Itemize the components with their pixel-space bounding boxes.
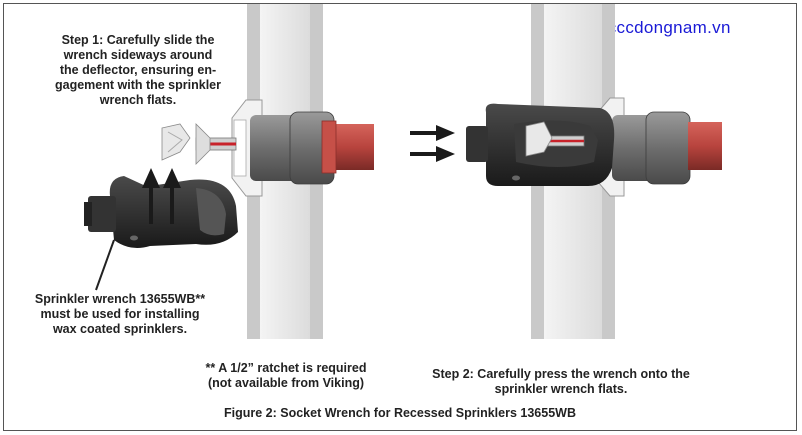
step1-line: Step 1: Carefully slide the <box>61 33 215 47</box>
wrench-leader-line <box>95 239 115 291</box>
right-wrench <box>466 103 615 186</box>
figure-frame <box>3 3 797 431</box>
wrench-note-line: Sprinkler wrench 13655WB** <box>34 292 206 306</box>
wrench-note-line: wax coated sprinklers. <box>52 322 188 336</box>
up-arrows-icon <box>142 168 181 224</box>
brand-watermark: pcccdongnam.vn <box>598 18 731 37</box>
right-arrows-icon <box>410 125 455 162</box>
wrench-note-line: must be used for installing <box>40 307 200 321</box>
step1-line: the deflector, ensuring en- <box>59 63 217 77</box>
left-sprinkler <box>161 123 237 165</box>
step2-text: Step 2: Carefully press the wrench onto … <box>416 367 706 397</box>
right-assembly <box>466 4 722 339</box>
step1-line: gagement with the sprinkler <box>54 78 221 92</box>
ratchet-note: ** A 1/2” ratchet is required (not avail… <box>186 361 386 391</box>
figure-caption: Figure 2: Socket Wrench for Recessed Spr… <box>224 406 576 420</box>
right-pipe <box>688 122 722 170</box>
step1-line: wrench flats. <box>99 93 177 107</box>
step2-line: Step 2: Carefully press the wrench onto … <box>432 367 690 381</box>
ratchet-note-line: ** A 1/2” ratchet is required <box>205 361 367 375</box>
step1-line: wrench sideways around <box>63 48 213 62</box>
left-wrench <box>84 176 238 248</box>
step1-text: Step 1: Carefully slide the wrench sidew… <box>38 33 238 108</box>
ratchet-note-line: (not available from Viking) <box>207 376 365 390</box>
left-pipe <box>332 124 374 170</box>
left-assembly <box>84 4 374 339</box>
step2-line: sprinkler wrench flats. <box>494 382 628 396</box>
wrench-note: Sprinkler wrench 13655WB** must be used … <box>14 292 226 337</box>
